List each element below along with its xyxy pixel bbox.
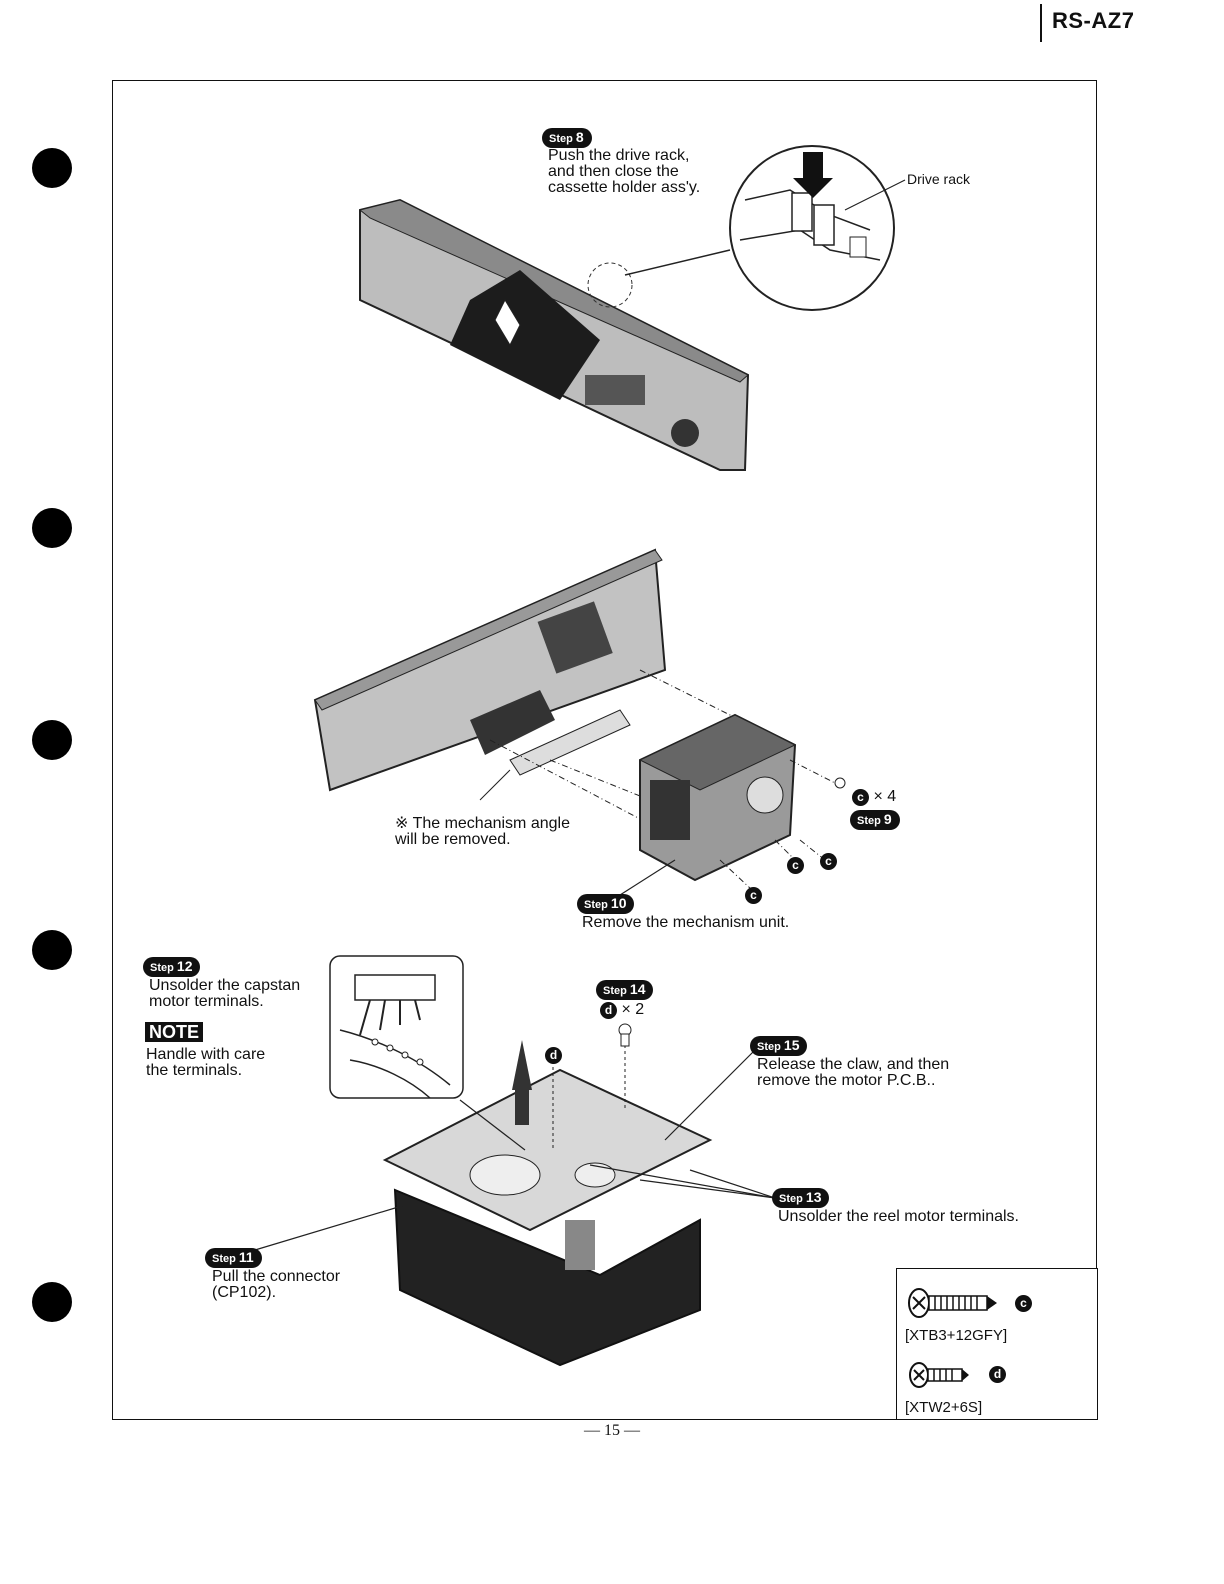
step-12-badge: Step 12 — [143, 957, 201, 977]
legend-d-marker: d — [989, 1366, 1006, 1383]
step-14-badge: Step 14 — [596, 980, 654, 1000]
note-text: Handle with care the terminals. — [146, 1046, 266, 1079]
drive-rack-label: Drive rack — [907, 171, 971, 187]
mechanism-unit-illustration — [619, 713, 846, 896]
step-14: Step 14 — [596, 980, 654, 1000]
step-10: Step 10 — [577, 894, 635, 914]
legend-c-marker: c — [1015, 1295, 1032, 1312]
step-12-text: Unsolder the capstan motor terminals. — [149, 977, 301, 1010]
step-12: Step 12 — [143, 957, 201, 977]
screw-icons — [908, 1288, 997, 1388]
step-10-text: Remove the mechanism unit. — [582, 914, 790, 931]
capstan-terminal-inset — [329, 955, 464, 1099]
front-panel-middle-illustration — [313, 548, 761, 841]
step-10-badge: Step 10 — [577, 894, 635, 914]
step-15-badge: Step 15 — [750, 1036, 808, 1056]
binder-hole — [32, 1282, 72, 1322]
step-9-screw-count: c × 4 — [852, 788, 896, 806]
step-13-text: Unsolder the reel motor terminals. — [778, 1208, 1019, 1225]
binder-hole — [32, 720, 72, 760]
step-9: Step 9 — [850, 810, 900, 830]
legend-part-d: [XTW2+6S] — [905, 1399, 983, 1416]
motor-pcb-illustration — [254, 1023, 776, 1367]
page-number: — 15 — — [584, 1422, 640, 1439]
drive-rack-detail — [729, 145, 906, 311]
header-divider — [1040, 4, 1042, 42]
screw-legend: c [XTB3+12GFY] d [XTW2+6S] — [896, 1268, 1098, 1420]
note-label: NOTE — [145, 1022, 204, 1043]
screw-d-marker: d — [600, 1002, 617, 1019]
screw-c-marker: c — [852, 789, 869, 806]
front-panel-top-illustration — [358, 198, 750, 471]
step-8: Step 8 — [542, 128, 592, 148]
step-8-badge: Step 8 — [542, 128, 592, 148]
step-11: Step 11 — [205, 1248, 262, 1268]
screw-c-marker: c — [745, 887, 762, 904]
screw-d-marker: d — [545, 1047, 562, 1064]
screw-c-marker: c — [787, 857, 804, 874]
binder-hole — [32, 930, 72, 970]
screw-d-icon — [909, 1362, 969, 1388]
step-11-badge: Step 11 — [205, 1248, 262, 1268]
step-9-badge: Step 9 — [850, 810, 900, 830]
step-13-badge: Step 13 — [772, 1188, 830, 1208]
binder-hole — [32, 508, 72, 548]
diagram-frame — [112, 80, 1097, 1420]
step-13: Step 13 — [772, 1188, 830, 1208]
step-14-screw-count: d × 2 — [600, 1001, 644, 1019]
step-11-text: Pull the connector (CP102). — [212, 1268, 341, 1301]
step-15-text: Release the claw, and then remove the mo… — [757, 1056, 950, 1089]
screw-c-icon — [908, 1288, 997, 1318]
step-15: Step 15 — [750, 1036, 808, 1056]
step-8-text: Push the drive rack, and then close the … — [548, 147, 701, 196]
legend-part-c: [XTB3+12GFY] — [905, 1327, 1008, 1344]
mechanism-angle-note: ※ The mechanism angle will be removed. — [395, 815, 570, 848]
binder-hole — [32, 148, 72, 188]
screw-c-marker: c — [820, 853, 837, 870]
model-number: RS-AZ7 — [1052, 8, 1135, 33]
